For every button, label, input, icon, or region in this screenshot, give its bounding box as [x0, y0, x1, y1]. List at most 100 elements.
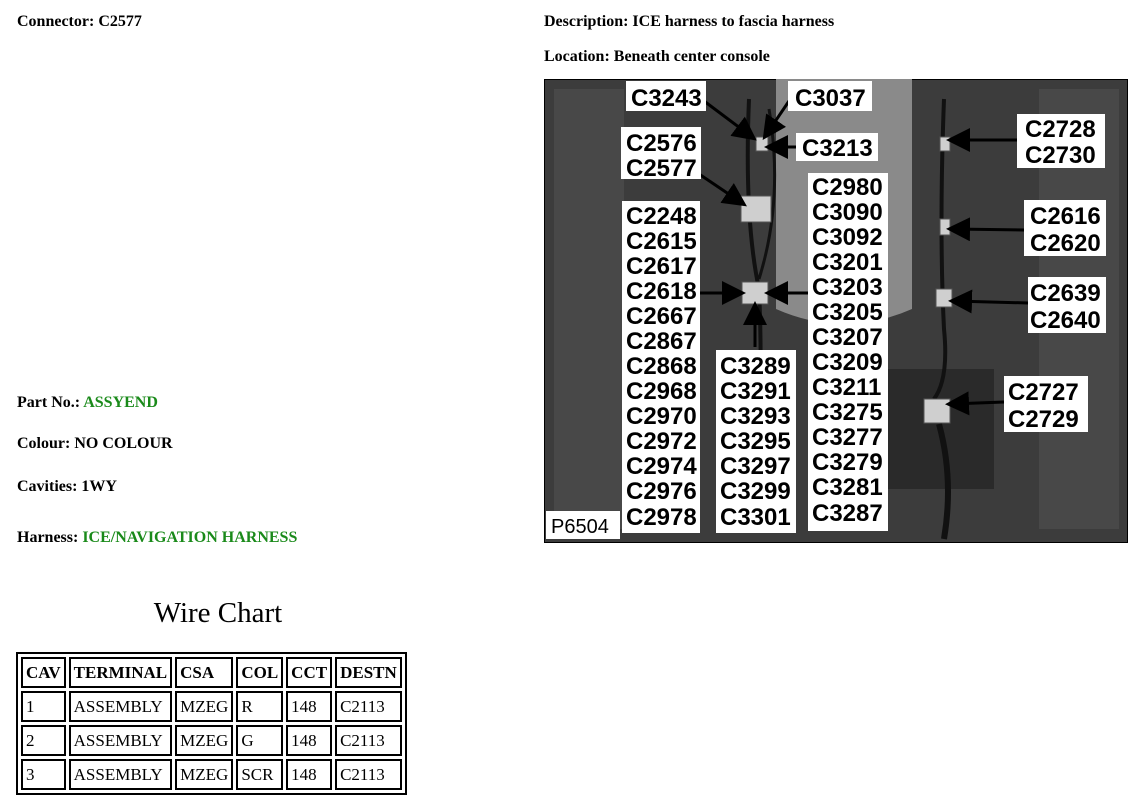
- label-left-col-8: C2970: [626, 403, 697, 430]
- label-right-a-1: C2730: [1025, 142, 1096, 169]
- label-left-col-9: C2972: [626, 428, 697, 455]
- label-left-col-6: C2868: [626, 353, 697, 380]
- label-right-b-0: C2616: [1030, 203, 1101, 230]
- label-top-mid: C3037: [795, 85, 866, 112]
- label-center-col-1: C3090: [812, 199, 883, 226]
- connector-block-e: [939, 218, 951, 236]
- label-left-col-0: C2248: [626, 203, 697, 230]
- label-center-col-9: C3275: [812, 399, 883, 426]
- table-row: 1 ASSEMBLY MZEG R 148 C2113: [21, 691, 402, 722]
- col-header-cct: CCT: [286, 657, 333, 688]
- photo-code: P6504: [551, 516, 609, 538]
- label-center-col-10: C3277: [812, 424, 883, 451]
- table-row: 3 ASSEMBLY MZEG SCR 148 C2113: [21, 759, 402, 790]
- cavities-label: Cavities: 1WY: [17, 478, 117, 495]
- label-center-col-5: C3205: [812, 299, 883, 326]
- label-right-a-0: C2728: [1025, 116, 1096, 143]
- connector-block-b: [741, 281, 769, 305]
- col-header-cav: CAV: [21, 657, 66, 688]
- label-bottom-col-2: C3293: [720, 403, 791, 430]
- label-pair-a-0: C2576: [626, 130, 697, 157]
- label-center-col-7: C3209: [812, 349, 883, 376]
- cell-csa: MZEG: [175, 759, 234, 790]
- label-center-col-0: C2980: [812, 174, 883, 201]
- location-label: Location: Beneath center console: [544, 48, 770, 65]
- table-row: 2 ASSEMBLY MZEG G 148 C2113: [21, 725, 402, 756]
- cell-destn: C2113: [335, 691, 402, 722]
- col-header-destn: DESTN: [335, 657, 402, 688]
- part-number-value: ASSYEND: [83, 394, 158, 411]
- wire-chart-title: Wire Chart: [153, 597, 283, 629]
- cell-terminal: ASSEMBLY: [68, 691, 173, 722]
- label-center-col-8: C3211: [812, 374, 881, 401]
- cell-destn: C2113: [335, 759, 402, 790]
- label-bottom-col-5: C3299: [720, 478, 791, 505]
- label-left-col-4: C2667: [626, 303, 697, 330]
- cell-terminal: ASSEMBLY: [68, 759, 173, 790]
- cell-cav: 2: [21, 725, 66, 756]
- label-left-col-5: C2867: [626, 328, 697, 355]
- label-center-col-2: C3092: [812, 224, 883, 251]
- cell-cct: 148: [286, 725, 333, 756]
- label-center-col-12: C3281: [812, 474, 883, 501]
- description-label: Description: ICE harness to fascia harne…: [544, 13, 835, 30]
- wire-bottom-right: [936, 423, 951, 540]
- label-left-col-7: C2968: [626, 378, 697, 405]
- label-left-col-3: C2618: [626, 278, 697, 305]
- label-top-left: C3243: [631, 85, 702, 112]
- connector-block-f: [935, 288, 953, 308]
- cell-col: R: [236, 691, 284, 722]
- harness-label: Harness:: [17, 529, 79, 546]
- label-bottom-col-6: C3301: [720, 504, 791, 531]
- label-left-col-10: C2974: [626, 453, 697, 480]
- label-right-c-1: C2640: [1030, 307, 1101, 334]
- label-bottom-col-3: C3295: [720, 428, 791, 455]
- label-center-col-4: C3203: [812, 274, 883, 301]
- col-header-col: COL: [236, 657, 284, 688]
- harness-value: ICE/NAVIGATION HARNESS: [82, 529, 298, 546]
- connector-block-a: [740, 195, 772, 223]
- table-header-row: CAV TERMINAL CSA COL CCT DESTN: [21, 657, 402, 688]
- label-mid-arrow: C3213: [802, 135, 873, 162]
- label-right-d-0: C2727: [1008, 379, 1079, 406]
- label-right-b-1: C2620: [1030, 230, 1101, 257]
- label-center-col-6: C3207: [812, 324, 883, 351]
- connector-block-d: [939, 136, 951, 152]
- label-bottom-col-4: C3297: [720, 453, 791, 480]
- cell-cct: 148: [286, 759, 333, 790]
- part-number-label: Part No.:: [17, 394, 81, 411]
- colour-label: Colour: NO COLOUR: [17, 435, 173, 452]
- callout-arrows: [696, 99, 1029, 416]
- cell-col: G: [236, 725, 284, 756]
- label-left-col-2: C2617: [626, 253, 697, 280]
- part-number: Part No.: ASSYEND: [17, 394, 158, 412]
- connector-block-g: [923, 398, 951, 424]
- cell-csa: MZEG: [175, 725, 234, 756]
- label-right-d-1: C2729: [1008, 406, 1079, 433]
- col-header-csa: CSA: [175, 657, 234, 688]
- label-bottom-col-1: C3291: [720, 378, 791, 405]
- label-left-col-1: C2615: [626, 228, 697, 255]
- cell-cct: 148: [286, 691, 333, 722]
- cell-cav: 3: [21, 759, 66, 790]
- label-center-col-3: C3201: [812, 249, 883, 276]
- cell-cav: 1: [21, 691, 66, 722]
- cell-destn: C2113: [335, 725, 402, 756]
- label-bottom-col-0: C3289: [720, 353, 791, 380]
- connector-block-c: [755, 136, 769, 152]
- label-left-col-11: C2976: [626, 478, 697, 505]
- connector-location-photo: C3243 C3037 C3213 C2576 C2577 C2728 C273…: [544, 79, 1128, 543]
- label-right-c-0: C2639: [1030, 280, 1101, 307]
- cell-col: SCR: [236, 759, 284, 790]
- label-center-col-13: C3287: [812, 500, 883, 527]
- col-header-terminal: TERMINAL: [68, 657, 173, 688]
- connector-label: Connector: C2577: [17, 13, 142, 30]
- cell-terminal: ASSEMBLY: [68, 725, 173, 756]
- callout-labels: C3243 C3037 C3213 C2576 C2577 C2728 C273…: [546, 81, 1106, 539]
- floor-panel-left: [554, 89, 624, 529]
- cell-csa: MZEG: [175, 691, 234, 722]
- wire-chart-table: CAV TERMINAL CSA COL CCT DESTN 1 ASSEMBL…: [16, 652, 407, 795]
- label-left-col-12: C2978: [626, 504, 697, 531]
- label-center-col-11: C3279: [812, 449, 883, 476]
- harness: Harness: ICE/NAVIGATION HARNESS: [17, 529, 297, 547]
